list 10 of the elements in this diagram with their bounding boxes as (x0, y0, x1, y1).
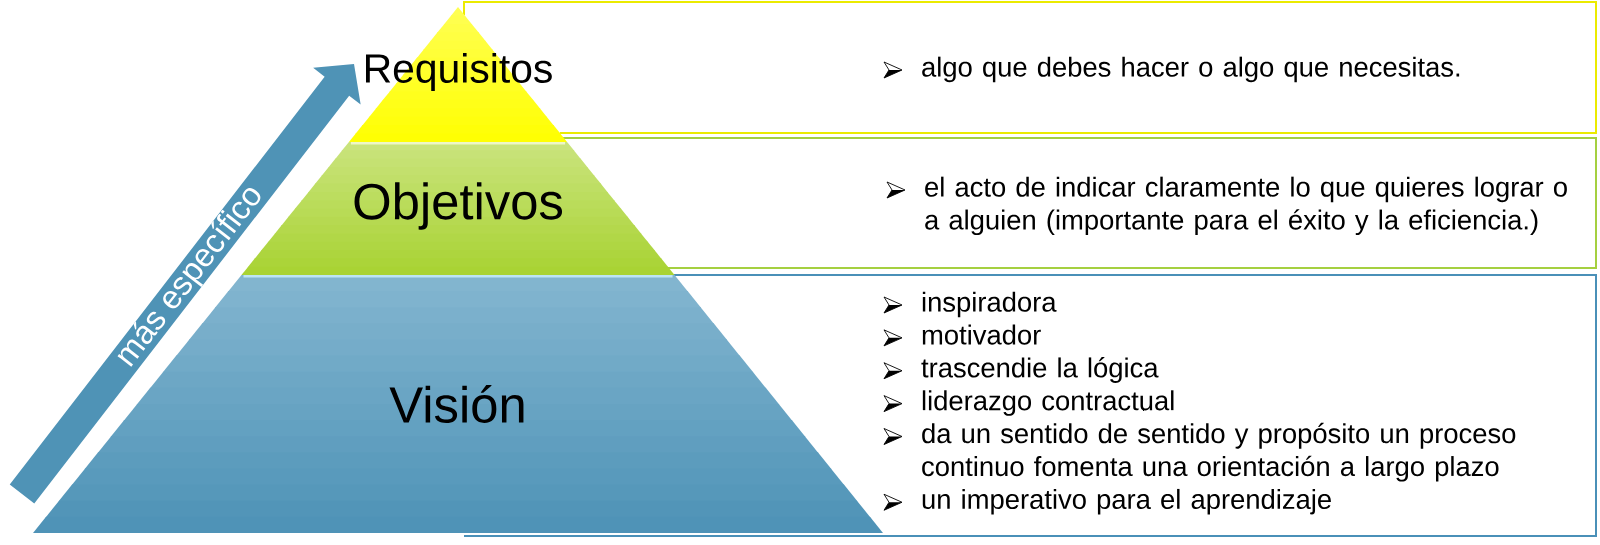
description-panel (561, 137, 1597, 269)
node-label: Visión (389, 385, 524, 423)
bullet-text: trascendie la lógica (921, 357, 1159, 383)
bullet-text: liderazgo contractual (922, 390, 1174, 416)
bullet-text: un imperativo para el aprendizaje (922, 488, 1331, 515)
bullet-text: algo que debes hacer o algo que necesitas. (922, 56, 1460, 83)
bullet-text: motivador (922, 324, 1041, 345)
bullet-text: inspiradora (922, 291, 1057, 318)
node-label: Objetivos (354, 182, 563, 230)
bullet-text: el acto de indicar claramente lo que quieres lograr o a alguien (importante para el éxito y la eficiencia.) (925, 176, 1567, 236)
